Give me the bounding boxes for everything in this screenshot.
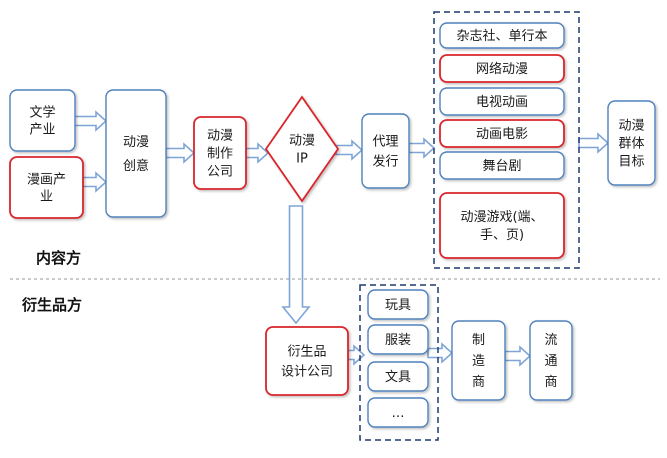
arrow-literature-to-creativity bbox=[73, 110, 108, 132]
animation-company-box-label: 动漫 bbox=[207, 129, 233, 144]
animation-company-box-label: 公司 bbox=[207, 165, 233, 180]
target-audience-box-label: 目标 bbox=[618, 155, 644, 170]
arrow-ip-to-distribution bbox=[335, 139, 364, 161]
channel-stage-play-box: 舞台剧 bbox=[439, 151, 565, 180]
arrow-company-to-ip bbox=[245, 142, 270, 164]
comic-industry-box-label: 漫画产 bbox=[27, 173, 66, 188]
channel-animation-games-box-frame bbox=[439, 192, 565, 259]
channel-magazine-box-label: 杂志社、单行本 bbox=[456, 28, 547, 44]
distributor-box-label: 商 bbox=[544, 375, 557, 390]
distributor-box: 流通商 bbox=[529, 320, 573, 401]
derivative-design-company-box-label: 衍生品 bbox=[287, 345, 326, 360]
products-dashed-frame bbox=[359, 284, 439, 441]
product-toys-box-label: 玩具 bbox=[385, 298, 411, 313]
product-more-box-frame bbox=[367, 397, 429, 428]
product-toys-box: 玩具 bbox=[367, 289, 429, 320]
derivative-design-company-box-frame bbox=[265, 326, 349, 396]
animation-creativity-box-label: 创意 bbox=[123, 158, 149, 174]
arrow-design-to-products bbox=[347, 344, 366, 366]
channel-tv-animation-box: 电视动画 bbox=[439, 87, 565, 116]
product-stationery-box-frame bbox=[367, 361, 429, 392]
derivative-design-company-box-label: 设计公司 bbox=[281, 365, 333, 380]
arrow-products-to-manufacturer bbox=[427, 342, 454, 364]
derivative-side-label: 衍生品方 bbox=[21, 296, 82, 314]
channel-tv-animation-box-frame bbox=[439, 87, 565, 116]
product-stationery-box-label: 文具 bbox=[385, 370, 411, 385]
channel-magazine-box-frame bbox=[439, 22, 565, 49]
channel-animation-film-box-frame bbox=[439, 119, 565, 148]
manufacturer-box-frame bbox=[451, 320, 506, 401]
animation-ip-diamond-label: IP bbox=[296, 152, 308, 167]
product-clothing-box-label: 服装 bbox=[385, 333, 411, 348]
channel-tv-animation-box-label: 电视动画 bbox=[476, 95, 528, 110]
flow-arrows bbox=[73, 110, 610, 367]
arrow-distribution-to-channels bbox=[408, 137, 436, 159]
animation-ip-diamond-shape bbox=[264, 95, 340, 203]
product-stationery-box: 文具 bbox=[367, 361, 429, 392]
channel-animation-film-box: 动画电影 bbox=[439, 119, 565, 148]
arrow-manufacturer-to-distributor bbox=[504, 345, 532, 367]
channel-web-animation-box-frame bbox=[439, 54, 565, 83]
product-clothing-box-frame bbox=[367, 324, 429, 355]
distributor-box-label: 流 bbox=[544, 333, 557, 348]
animation-creativity-box-frame bbox=[105, 89, 167, 218]
channel-magazine-box: 杂志社、单行本 bbox=[439, 22, 565, 49]
channel-animation-film-box-label: 动画电影 bbox=[476, 127, 528, 142]
arrow-ip-to-design-company bbox=[281, 205, 311, 325]
channel-stage-play-box-label: 舞台剧 bbox=[482, 159, 521, 174]
channel-animation-games-box: 动漫游戏(端、手、页) bbox=[439, 192, 565, 259]
product-toys-box-frame bbox=[367, 289, 429, 320]
literature-industry-box-frame bbox=[9, 89, 76, 152]
animation-ip-diamond-label: 动漫 bbox=[289, 134, 315, 149]
distributor-box-frame bbox=[529, 320, 573, 401]
diagram-nodes: 文学产业漫画产业动漫创意动漫制作公司动漫IP代理发行杂志社、单行本网络动漫电视动… bbox=[9, 22, 656, 428]
comic-industry-box-label: 业 bbox=[40, 190, 53, 205]
channel-stage-play-box-frame bbox=[439, 151, 565, 180]
arrow-channels-to-target bbox=[578, 132, 610, 154]
literature-industry-box-label: 产业 bbox=[29, 123, 55, 138]
animation-company-box-frame bbox=[193, 116, 247, 190]
content-side-label: 内容方 bbox=[36, 249, 81, 267]
manufacturer-box-label: 制 bbox=[472, 333, 485, 348]
channel-animation-games-box-label: 动漫游戏(端、 bbox=[460, 210, 543, 225]
manufacturer-box-label: 商 bbox=[472, 375, 485, 390]
target-audience-box-label: 动漫 bbox=[618, 119, 644, 134]
arrow-comic-to-creativity bbox=[82, 171, 108, 193]
agency-distribution-box-frame bbox=[361, 113, 410, 189]
literature-industry-box-label: 文学 bbox=[29, 105, 55, 121]
arrow-creativity-to-company bbox=[165, 142, 196, 164]
product-more-box: … bbox=[367, 397, 429, 428]
channel-web-animation-box: 网络动漫 bbox=[439, 54, 565, 83]
manufacturer-box-label: 造 bbox=[472, 354, 485, 369]
distributor-box-label: 通 bbox=[544, 354, 557, 369]
animation-company-box-label: 制作 bbox=[207, 147, 233, 162]
comic-industry-box-frame bbox=[9, 156, 84, 219]
channel-animation-games-box-label: 手、页) bbox=[480, 228, 524, 243]
product-more-box-label: … bbox=[392, 406, 405, 421]
animation-creativity-box-label: 动漫 bbox=[123, 135, 149, 150]
target-audience-box-label: 群体 bbox=[618, 137, 644, 152]
agency-distribution-box-label: 代理 bbox=[372, 135, 398, 150]
product-clothing-box: 服装 bbox=[367, 324, 429, 355]
agency-distribution-box-label: 发行 bbox=[372, 154, 398, 170]
manufacturer-box: 制造商 bbox=[451, 320, 506, 401]
animation-ip-diamond: 动漫 IP bbox=[264, 95, 340, 203]
channels-dashed-frame bbox=[433, 11, 580, 269]
target-audience-box-frame bbox=[607, 100, 656, 186]
channel-web-animation-box-label: 网络动漫 bbox=[476, 61, 528, 77]
